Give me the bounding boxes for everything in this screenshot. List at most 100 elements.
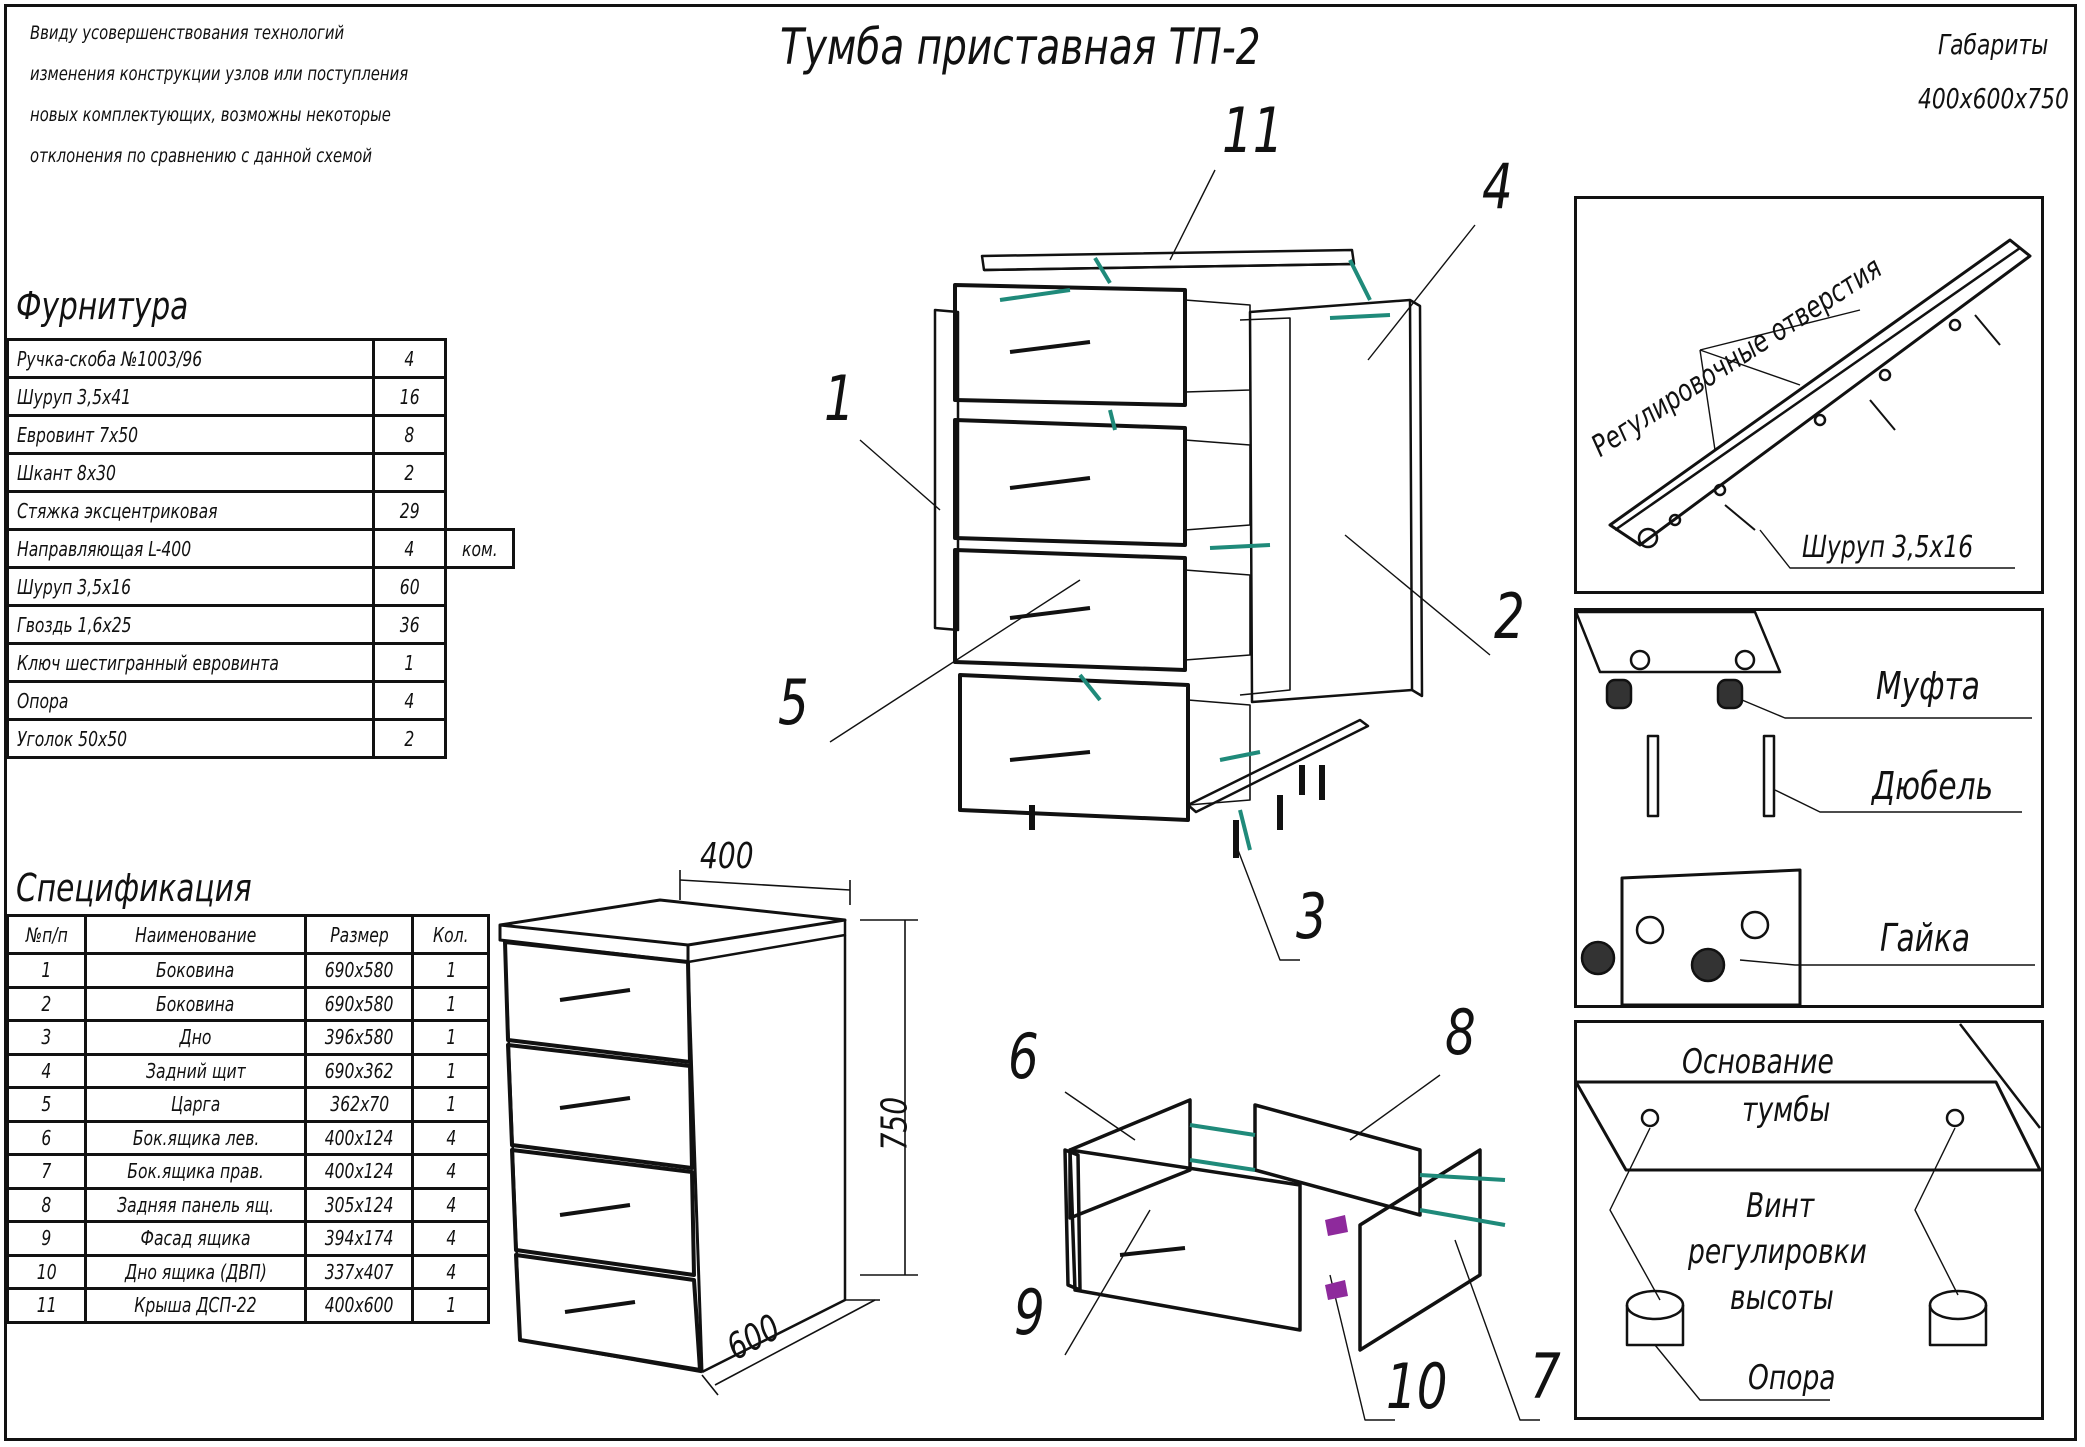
spec-cell: 400х124 [304, 1119, 415, 1156]
spec-cell: 4 [6, 1052, 87, 1089]
screw-icon [1724, 314, 2001, 531]
spec-cell: 4 [411, 1186, 491, 1223]
slide-detail-box [1574, 196, 2044, 594]
adjust-screw-label-line1: Винт [1746, 1186, 1815, 1226]
hardware-qty-cell: 36 [372, 604, 447, 645]
drawer-slide-rail [1608, 238, 2032, 549]
spec-cell: 1 [411, 985, 491, 1022]
base-label-line1: Основание [1682, 1042, 1834, 1082]
spec-header-row: №п/п Наименование Размер Кол. [6, 914, 491, 955]
clip-markers [1325, 1215, 1348, 1300]
slide-callout-leaders [1699, 309, 2015, 569]
hardware-name-cell: Шуруп 3,5х41 [6, 376, 375, 417]
hardware-name-cell: Шуруп 3,5х16 [6, 566, 375, 607]
callout-7: 7 [1530, 1340, 1561, 1413]
hardware-qty-cell: 8 [372, 414, 447, 455]
hardware-name-cell: Гвоздь 1,6х25 [6, 604, 375, 645]
spec-cell: Задний щит [83, 1052, 308, 1089]
adjust-screw-label-line3: высоты [1730, 1278, 1834, 1318]
spec-cell: Бок.ящика лев. [83, 1119, 308, 1156]
spec-header-cell: Кол. [411, 914, 491, 955]
dimension-height: 750 [874, 1096, 916, 1151]
hardware-name-cell: Уголок 50х50 [6, 718, 375, 759]
dowel-icon [1646, 734, 1776, 818]
hardware-unit-cell: ком. [444, 528, 515, 569]
dimension-lines [679, 870, 918, 1396]
callout-11: 11 [1222, 94, 1284, 167]
spec-cell: 305х124 [304, 1186, 415, 1223]
hardware-qty-cell: 2 [372, 718, 447, 759]
spec-cell: 3 [6, 1019, 87, 1056]
dowel-label: Дюбель [1872, 764, 1994, 808]
spec-cell: 6 [6, 1119, 87, 1156]
hardware-name-cell: Евровинт 7х50 [6, 414, 375, 455]
spec-cell: 10 [6, 1253, 87, 1290]
spec-cell: 1 [411, 952, 491, 989]
callout-leaders [829, 169, 1491, 961]
hardware-name-cell: Ручка-скоба №1003/96 [6, 338, 375, 379]
spec-cell: 4 [411, 1119, 491, 1156]
dimensions-value: 400х600х750 [1918, 82, 2069, 115]
spec-cell: 8 [6, 1186, 87, 1223]
spec-cell: 396х580 [304, 1019, 415, 1056]
spec-cell: 4 [411, 1253, 491, 1290]
joint-panel-lower [1620, 868, 1802, 1007]
drawing-sheet [4, 4, 2077, 1441]
foot-detail-box [1574, 1020, 2044, 1420]
dimension-width: 400 [700, 836, 754, 877]
assembled-drawer-front [503, 940, 702, 1372]
callout-3: 3 [1296, 880, 1327, 953]
callout-9: 9 [1014, 1276, 1045, 1349]
spec-cell: Боковина [83, 985, 308, 1022]
hardware-qty-cell: 4 [372, 680, 447, 721]
cabinet-bottom-panel [1186, 718, 1370, 814]
spec-cell: 1 [411, 1287, 491, 1324]
spec-title: Спецификация [16, 866, 252, 910]
spec-cell: 9 [6, 1220, 87, 1257]
cabinet-legs [1029, 765, 1325, 858]
drawer-callout-leaders [1064, 1074, 1540, 1421]
spec-header-cell: №п/п [6, 914, 87, 955]
slide-screw-label: Шуруп 3,5х16 [1802, 530, 1974, 565]
hardware-qty-cell: 4 [372, 338, 447, 379]
spec-cell: 400х124 [304, 1153, 415, 1190]
nut-icon [1580, 940, 1726, 983]
spec-cell: 1 [411, 1052, 491, 1089]
page-title: Тумба приставная ТП-2 [780, 18, 1261, 76]
exploded-drawer-box [1184, 299, 1291, 806]
spec-cell: 690х362 [304, 1052, 415, 1089]
spec-cell: Дно [83, 1019, 308, 1056]
cabinet-side-panel [933, 308, 960, 632]
notice-line: изменения конструкции узлов или поступле… [30, 63, 409, 85]
notice-line: Ввиду усовершенствования технологий [30, 22, 345, 44]
callout-2: 2 [1494, 580, 1525, 653]
joint-panel-upper [1574, 610, 1782, 674]
spec-cell: 4 [411, 1153, 491, 1190]
assembled-cabinet [498, 898, 847, 1374]
spec-header-cell: Размер [304, 914, 415, 955]
callout-10: 10 [1386, 1350, 1448, 1423]
exploded-drawer-front [953, 283, 1190, 822]
callout-4: 4 [1482, 150, 1513, 223]
spec-cell: 690х580 [304, 985, 415, 1022]
spec-cell: 1 [6, 952, 87, 989]
spec-cell: 5 [6, 1086, 87, 1123]
hardware-qty-cell: 4 [372, 528, 447, 569]
cabinet-base-corner [1574, 1023, 2042, 1172]
hardware-title: Фурнитура [16, 284, 189, 328]
spec-cell: 1 [411, 1019, 491, 1056]
spec-cell: Крыша ДСП-22 [83, 1287, 308, 1324]
